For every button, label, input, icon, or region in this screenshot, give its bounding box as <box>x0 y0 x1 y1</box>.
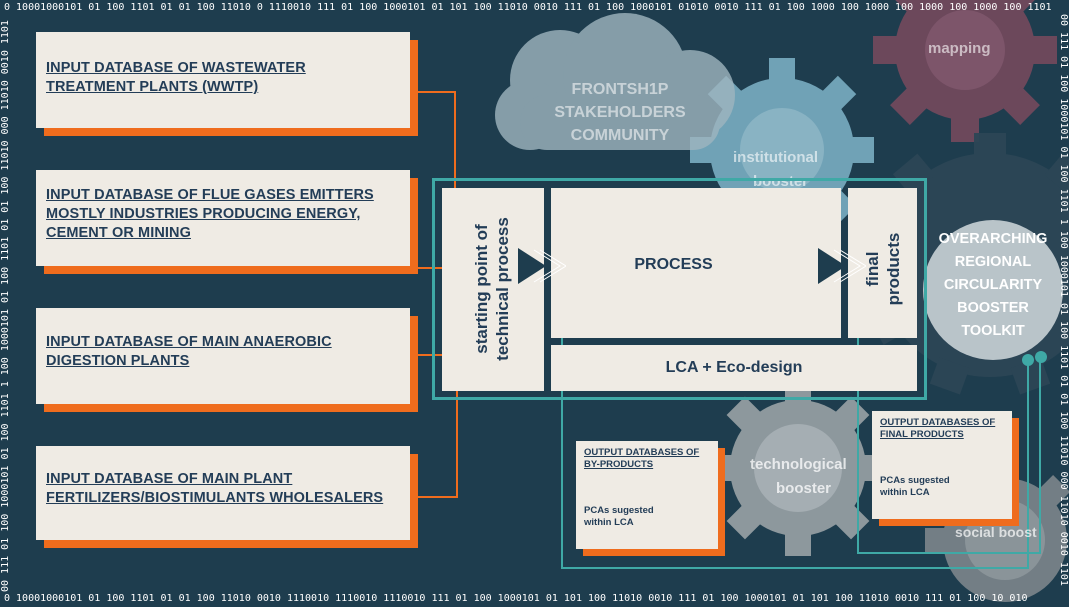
toolkit-line1: OVERARCHING <box>938 231 1048 247</box>
starting-point-label: starting point of technical process <box>471 189 513 389</box>
binary-top-decoration: 0 10001000101 01 100 1101 01 01 100 1101… <box>4 2 1052 13</box>
starting-point-box: starting point of technical process <box>442 188 544 391</box>
final-products-box: final products <box>848 188 917 338</box>
binary-left-text: 00 111 01 100 1000101 01 100 1101 1 100 … <box>0 20 11 592</box>
final-products-label: final products <box>862 204 904 334</box>
byproducts-h2: BY-PRODUCTS <box>584 459 654 470</box>
final-h1: OUTPUT DATABASES OF <box>880 417 996 428</box>
mapping-label: mapping <box>928 40 991 57</box>
output-final-products-box: OUTPUT DATABASES OF FINAL PRODUCTS PCAs … <box>872 411 1012 519</box>
input-fertilizers-line1: INPUT DATABASE OF MAIN PLANT <box>46 471 293 487</box>
final-line2: products <box>884 232 903 306</box>
binary-bottom-decoration: 0 10001000101 01 100 1101 01 01 100 1101… <box>4 593 1028 604</box>
social-label: social boost <box>955 524 1037 540</box>
byproducts-s1: PCAs sugested <box>584 505 654 516</box>
toolkit-line3: CIRCULARITY <box>943 277 1043 293</box>
final-s2: within LCA <box>880 487 930 498</box>
lca-box: LCA + Eco-design <box>551 345 917 391</box>
process-box: PROCESS <box>551 188 841 338</box>
stakeholders-cloud-icon <box>495 13 735 150</box>
arrow-right-icon-2 <box>818 248 866 284</box>
input-wwtp-line2: TREATMENT PLANTS (WWTP) <box>46 79 259 95</box>
toolkit-line2: REGIONAL <box>954 254 1032 270</box>
stakeholders-line1: FRONTSH1P <box>571 81 669 98</box>
stakeholders-label: FRONTSH1P STAKEHOLDERS COMMUNITY <box>540 78 700 147</box>
toolkit-circle-icon <box>923 220 1063 360</box>
input-fertilizers-text: INPUT DATABASE OF MAIN PLANT FERTILIZERS… <box>46 470 383 508</box>
final-s1: PCAs sugested <box>880 475 950 486</box>
input-wwtp-text: INPUT DATABASE OF WASTEWATER TREATMENT P… <box>46 59 306 97</box>
toolkit-line5: TOOLKIT <box>961 323 1025 339</box>
stakeholders-line3: COMMUNITY <box>570 127 670 144</box>
input-anaerobic-box: INPUT DATABASE OF MAIN ANAEROBIC DIGESTI… <box>36 308 410 404</box>
starting-line1: starting point of <box>472 224 491 354</box>
lca-label: LCA + Eco-design <box>665 359 803 376</box>
input-wwtp-box: INPUT DATABASE OF WASTEWATER TREATMENT P… <box>36 32 410 128</box>
input-anaerobic-line1: INPUT DATABASE OF MAIN ANAEROBIC <box>46 334 332 350</box>
input-flue-line2: MOSTLY INDUSTRIES PRODUCING ENERGY, <box>46 206 361 222</box>
byproducts-s2: within LCA <box>584 517 634 528</box>
final-h2: FINAL PRODUCTS <box>880 429 964 440</box>
institutional-line2: booster <box>753 173 809 190</box>
toolkit-line4: BOOSTER <box>957 300 1029 316</box>
institutional-label: institutional booster <box>733 146 818 194</box>
starting-line2: technical process <box>493 217 512 361</box>
byproducts-h1: OUTPUT DATABASES OF <box>584 447 700 458</box>
output-byproducts-sub: PCAs sugested within LCA <box>584 505 654 529</box>
input-flue-line3: CEMENT OR MINING <box>46 225 191 241</box>
stakeholders-line2: STAKEHOLDERS <box>554 104 686 121</box>
input-anaerobic-text: INPUT DATABASE OF MAIN ANAEROBIC DIGESTI… <box>46 333 332 371</box>
output-final-heading: OUTPUT DATABASES OF FINAL PRODUCTS <box>880 417 995 441</box>
input-flue-line1: INPUT DATABASE OF FLUE GASES EMITTERS <box>46 187 374 203</box>
process-label: PROCESS <box>634 256 713 273</box>
input-wwtp-line1: INPUT DATABASE OF WASTEWATER <box>46 60 306 76</box>
institutional-gear-icon <box>690 58 874 242</box>
technological-label: technological booster <box>750 453 847 501</box>
process-frame <box>432 178 927 400</box>
mapping-gear-icon <box>873 0 1057 142</box>
output-final-sub: PCAs sugested within LCA <box>880 475 950 499</box>
toolkit-label: OVERARCHING REGIONAL CIRCULARITY BOOSTER… <box>926 228 1060 343</box>
binary-left-decoration: 00 111 01 100 1000101 01 100 1101 1 100 … <box>0 14 12 592</box>
input-flue-gases-text: INPUT DATABASE OF FLUE GASES EMITTERS MO… <box>46 186 374 243</box>
technological-line2: booster <box>776 480 832 497</box>
arrow-right-icon <box>518 248 566 284</box>
output-byproducts-box: OUTPUT DATABASES OF BY-PRODUCTS PCAs sug… <box>576 441 718 549</box>
institutional-line1: institutional <box>733 149 818 166</box>
input-flue-gases-box: INPUT DATABASE OF FLUE GASES EMITTERS MO… <box>36 170 410 266</box>
technological-line1: technological <box>750 456 847 473</box>
input-fertilizers-box: INPUT DATABASE OF MAIN PLANT FERTILIZERS… <box>36 446 410 540</box>
output-byproducts-heading: OUTPUT DATABASES OF BY-PRODUCTS <box>584 447 699 471</box>
input-fertilizers-line2: FERTILIZERS/BIOSTIMULANTS WHOLESALERS <box>46 490 384 506</box>
input-anaerobic-line2: DIGESTION PLANTS <box>46 353 190 369</box>
